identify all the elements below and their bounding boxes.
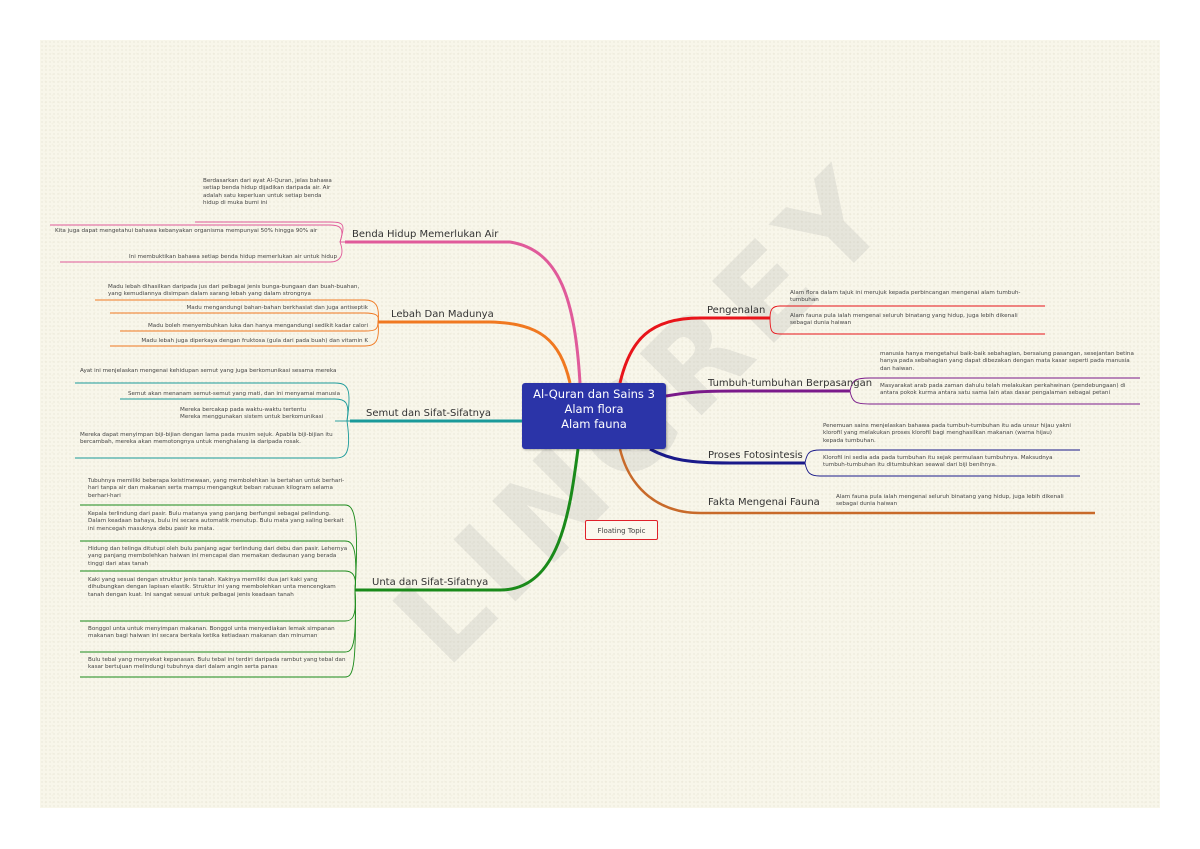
subtopic-pengenalan-1[interactable]: Alam flora dalam tajuk ini merujuk kepad… (790, 290, 1021, 304)
subtopic-tumbuhan-2[interactable]: Masyarakat arab pada zaman dahulu telah … (880, 383, 1126, 397)
central-topic-line-1: Al-Quran dan Sains 3 (533, 387, 655, 401)
subtopic-fotosintesis-1[interactable]: Penemuan sains menjelaskan bahawa pada t… (823, 423, 1071, 444)
topic-fotosintesis[interactable]: Proses Fotosintesis (708, 450, 803, 461)
subtopic-semut-2[interactable]: Semut akan menanam semut-semut yang mati… (128, 391, 340, 397)
subtopic-semut-3[interactable]: Mereka bercakap pada waktu-waktu tertent… (180, 407, 324, 421)
subtopic-lebah-1[interactable]: Madu lebah dihasilkan daripada jus dari … (108, 284, 360, 298)
subtopic-tumbuhan-1[interactable]: manusia hanya mengetahui baik-baik sebah… (880, 351, 1134, 372)
topic-fauna[interactable]: Fakta Mengenai Fauna (708, 497, 820, 508)
topic-pengenalan[interactable]: Pengenalan (707, 305, 766, 316)
subtopic-semut-4[interactable]: Mereka dapat menyimpan biji-bijian denga… (80, 432, 333, 446)
central-topic-line-2: Alam flora (564, 402, 624, 416)
subtopic-unta-1[interactable]: Tubuhnya memiliki beberapa keistimewaan,… (88, 478, 345, 499)
subtopic-unta-5[interactable]: Bonggol unta untuk menyimpan makanan. Bo… (88, 626, 335, 640)
central-topic[interactable]: Al-Quran dan Sains 3 Alam flora Alam fau… (522, 383, 666, 449)
floating-topic[interactable]: Floating Topic (585, 520, 658, 540)
topic-benda-hidup[interactable]: Benda Hidup Memerlukan Air (352, 229, 499, 240)
subtopic-lebah-2[interactable]: Madu mengandungi bahan-bahan berkhasiat … (186, 305, 368, 311)
subtopic-benda-hidup-1[interactable]: Berdasarkan dari ayat Al-Quran, jelas ba… (203, 178, 332, 207)
subtopic-fauna-1[interactable]: Alam fauna pula ialah mengenai seluruh b… (836, 494, 1064, 508)
subtopic-benda-hidup-2[interactable]: Kita juga dapat mengetahui bahawa kebany… (55, 228, 318, 234)
subtopic-lebah-4[interactable]: Madu lebah juga diperkaya dengan fruktos… (141, 338, 368, 344)
subtopic-unta-3[interactable]: Hidung dan telinga ditutupi oleh bulu pa… (88, 546, 348, 567)
subtopic-benda-hidup-3[interactable]: Ini membuktikan bahawa setiap benda hidu… (129, 254, 337, 260)
central-topic-line-3: Alam fauna (561, 417, 627, 431)
topic-semut[interactable]: Semut dan Sifat-Sifatnya (366, 408, 492, 419)
topic-unta[interactable]: Unta dan Sifat-Sifatnya (372, 577, 489, 588)
subtopic-unta-4[interactable]: Kaki yang sesuai dengan struktur jenis t… (88, 577, 336, 598)
subtopic-fotosintesis-2[interactable]: Klorofil ini sedia ada pada tumbuhan itu… (823, 455, 1053, 469)
topic-lebah[interactable]: Lebah Dan Madunya (391, 309, 494, 320)
subtopic-pengenalan-2[interactable]: Alam fauna pula ialah mengenai seluruh b… (790, 313, 1018, 327)
topic-tumbuhan[interactable]: Tumbuh-tumbuhan Berpasangan (708, 378, 873, 389)
subtopic-semut-1[interactable]: Ayat ini menjelaskan mengenai kehidupan … (80, 368, 337, 374)
subtopic-lebah-3[interactable]: Madu boleh menyembuhkan luka dan hanya m… (147, 323, 368, 329)
subtopic-unta-2[interactable]: Kepala terlindung dari pasir. Bulu matan… (88, 511, 344, 532)
subtopic-unta-6[interactable]: Bulu tebal yang menyekat kepanasan. Bulu… (88, 657, 346, 671)
